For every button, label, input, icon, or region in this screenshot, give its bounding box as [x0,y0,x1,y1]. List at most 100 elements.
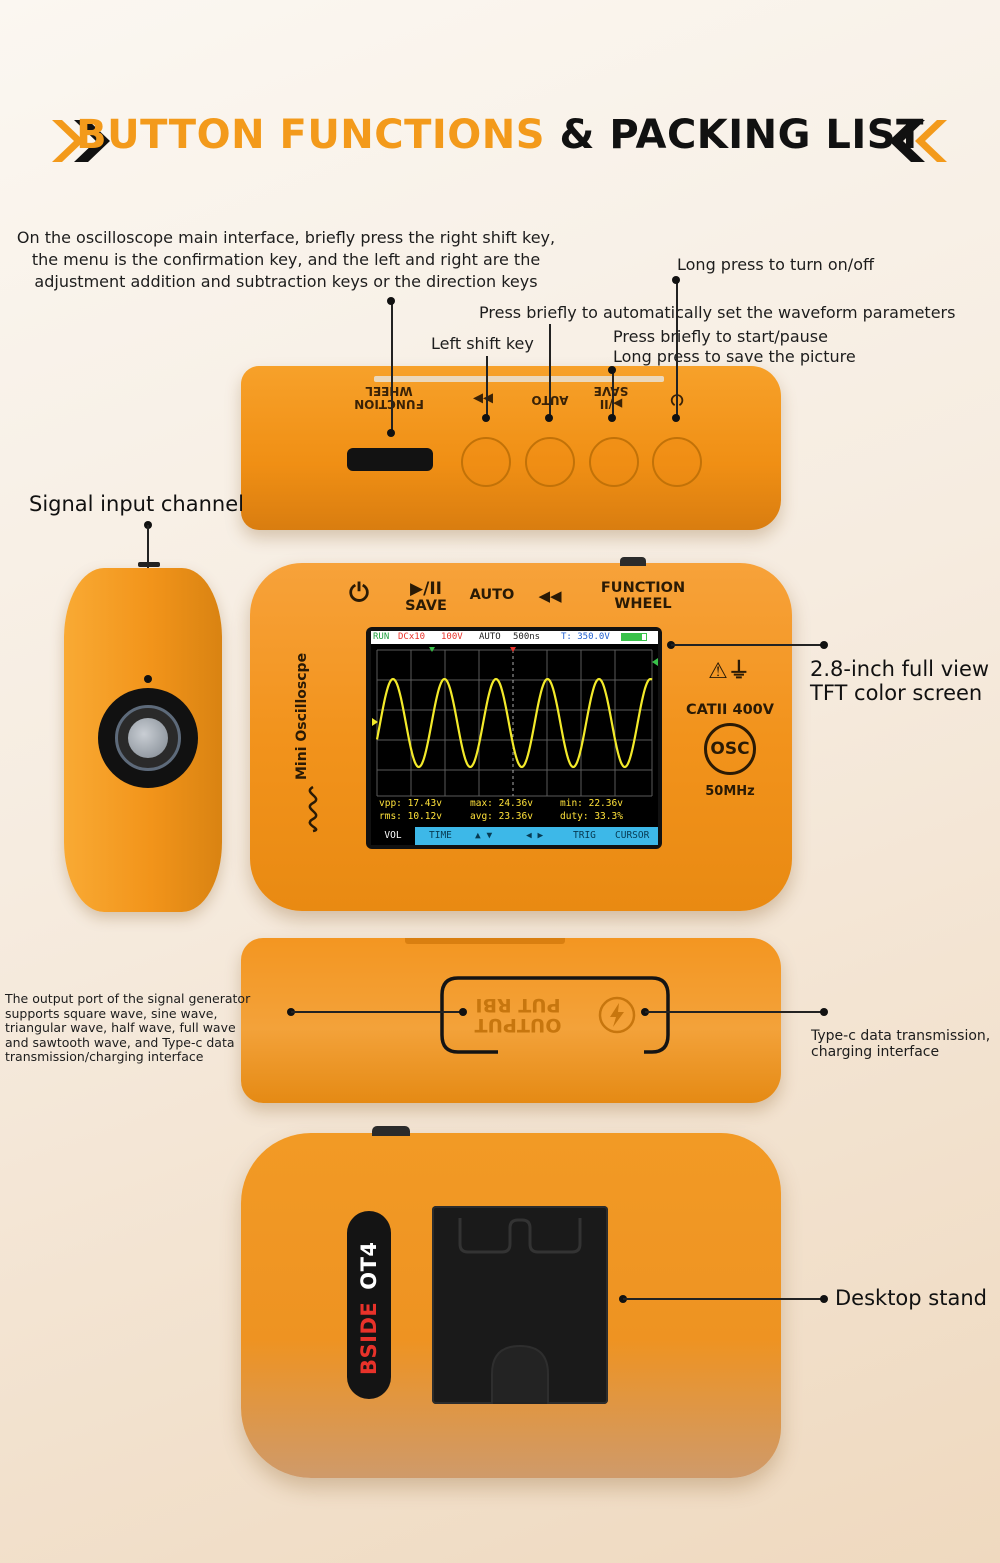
front-function-wheel-label: FUNCTION WHEEL [598,580,688,612]
battery-icon [621,633,647,641]
leader-line [612,370,614,418]
readout-duty: duty: 33.3% [560,811,623,822]
warning-ground-icon: ⚠⏚ [703,660,755,684]
menu-cursor[interactable]: CURSOR [615,830,650,841]
output-port-note: The output port of the signal generator … [5,991,255,1065]
leader-line [623,1298,823,1300]
readout-min: min: 22.36v [560,798,623,809]
screen-menu-bar: VOL TIME ▲ ▼ ◀ ▶ TRIG CURSOR [371,827,658,845]
status-coupling: DCx10 [398,632,426,642]
screen-note-line-1: 2.8-inch full view [810,657,990,681]
menu-vol[interactable]: VOL [371,827,415,845]
front-save-key[interactable]: ▶/II SAVE [398,580,454,614]
leader-dot [672,414,680,422]
leader-dot [820,1295,828,1303]
save-button[interactable] [589,437,639,487]
leader-dot [672,276,680,284]
bandwidth-label: 50MHz [705,784,755,799]
sine-trace [375,677,653,769]
menu-updown[interactable]: ▲ ▼ [475,830,493,841]
leader-dot [820,641,828,649]
leader-dot [459,1008,467,1016]
leader-dot [608,366,616,374]
top-save-text: SAVE [593,384,629,398]
screen-status-bar: RUN DCx10 100V AUTO 500ns T: 350.0V [371,631,658,644]
status-mode: AUTO [479,632,501,642]
front-power-icon[interactable]: ⏻ [349,578,369,607]
charging-icon [598,996,636,1034]
title-black-part: & PACKING LIST [559,112,924,158]
stand-detail [458,1218,582,1404]
output-port-note-line: and sawtooth wave, and Type-c data [5,1034,235,1050]
readout-rms: rms: 10.12v [379,811,442,822]
front-top-knob [620,557,646,566]
title-orange-part: BUTTON FUNCTIONS [76,112,546,158]
function-wheel-dial[interactable] [347,448,433,471]
cat-rating: CATII 400V [686,702,774,718]
leader-line [549,324,551,418]
tft-screen [371,632,658,845]
leader-dot [545,414,553,422]
output-port-note-line: supports square wave, sine wave, [5,1005,218,1021]
front-save-label: SAVE [405,598,447,614]
output-port-note-line: The output port of the signal generator [5,991,251,1006]
leader-line [676,280,678,418]
function-wheel-note-line: the menu is the confirmation key, and th… [31,250,541,269]
front-rewind-key[interactable]: ◀◀ [538,587,562,605]
output-label: OUTPUT PUT RBI [468,994,568,1036]
waveform-display [372,647,658,797]
power-button[interactable] [652,437,702,487]
brand-bside: BSIDE [357,1301,381,1375]
status-volt: 100V [441,632,463,642]
front-play-pause-glyph: ▶/II [410,579,442,599]
title-left-arrows-icon [52,120,110,162]
top-play-pause-glyph: ▶/II [599,397,623,411]
function-wheel-note-line: On the oscilloscope main interface, brie… [16,228,556,247]
auto-button[interactable] [525,437,575,487]
status-trigger: T: 350.0V [561,632,610,642]
output-port-note-line: transmission/charging interface [5,1049,204,1064]
leader-dot [820,1008,828,1016]
brand-badge [347,1211,391,1399]
top-function-label: FUNCTION [354,397,424,411]
output-port-text-2: PUT RBI [475,994,561,1016]
screen-note-line-2: TFT color screen [810,681,983,705]
leader-line [291,1011,463,1013]
save-note-line-2: Long press to save the picture [613,347,856,366]
side-clip [138,562,160,567]
output-port-text: OUTPUT [474,1014,562,1036]
leader-line [671,644,823,646]
stand-note: Desktop stand [835,1286,987,1310]
readout-vpp: vpp: 17.43v [379,798,442,809]
model-vertical-label: Mini Oscilloscpe [294,652,310,780]
status-run: RUN [373,632,390,642]
typec-note-line-1: Type-c data transmission, [811,1028,991,1044]
leader-dot [387,429,395,437]
top-shift-key-glyph: ▶▶ [473,391,493,406]
output-port-outline [440,976,670,1054]
leader-line [486,356,488,418]
menu-trig[interactable]: TRIG [573,830,596,841]
title-right-arrows-icon [889,120,947,162]
screen-grid [376,649,653,797]
typec-note-line-2: charging interface [811,1044,940,1060]
ground-icon: ⏚ [727,659,750,684]
save-note-line-1: Press briefly to start/pause [613,327,828,346]
auto-note: Press briefly to automatically set the w… [479,303,956,322]
brand-model: OT4 [357,1241,381,1290]
top-wheel-label: WHEEL [365,384,413,398]
leader-dot [482,414,490,422]
device-bottom-view [241,938,781,1103]
top-function-wheel-label: FUNCTION WHEEL [348,384,430,411]
readout-avg: avg: 23.36v [470,811,533,822]
menu-leftright[interactable]: ◀ ▶ [526,830,544,841]
front-auto-key[interactable]: AUTO [469,587,515,603]
function-wheel-note: On the oscilloscope main interface, brie… [8,227,564,293]
osc-badge: OSC [704,723,756,775]
brand-name: BSIDE OT4 [357,1241,381,1375]
output-port-note-line: triangular wave, half wave, full wave [5,1020,236,1035]
left-shift-key-button[interactable] [461,437,511,487]
top-save-label: ▶/II SAVE [585,384,637,411]
menu-time[interactable]: TIME [429,830,452,841]
leader-line [645,1011,823,1013]
